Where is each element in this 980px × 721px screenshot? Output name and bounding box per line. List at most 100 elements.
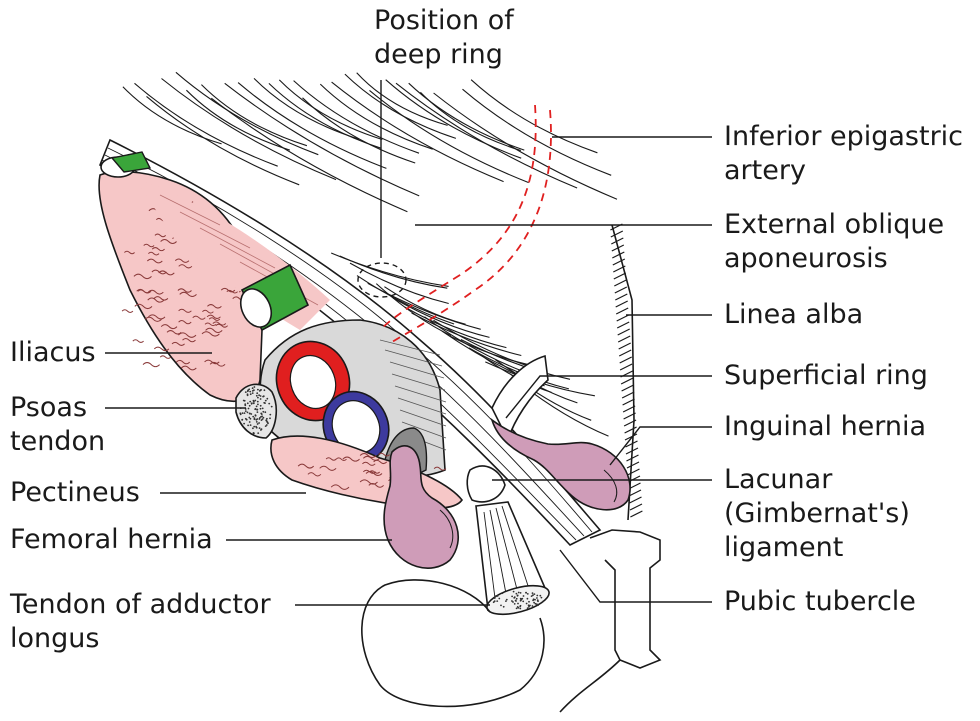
femoral-artery-lumen	[289, 354, 337, 410]
stipple-dot	[262, 416, 265, 419]
leader-pubic-tubercle	[559, 549, 712, 603]
label-psoas-line2: tendon	[10, 426, 106, 457]
stipple-dot	[534, 598, 536, 601]
deep-ring	[357, 262, 407, 298]
stipple-dot	[253, 425, 256, 428]
texture-squiggle	[335, 457, 347, 461]
texture-squiggle	[160, 239, 177, 244]
stipple-dot	[256, 423, 259, 425]
stipple-dot	[511, 595, 513, 598]
fibre-stroke	[278, 79, 383, 141]
stipple-dot	[517, 606, 520, 609]
texture-squiggle	[362, 469, 377, 474]
texture-squiggle	[192, 315, 206, 320]
stipple-dot	[261, 407, 264, 410]
stipple-dot	[516, 594, 519, 597]
stipple-dot	[521, 597, 524, 600]
stipple-dot	[254, 414, 257, 416]
stipple-dot	[498, 597, 501, 600]
stipple-dot	[239, 412, 242, 415]
stipple-dot	[257, 388, 259, 391]
stipple-dot	[251, 392, 254, 394]
fibre-stroke	[186, 89, 291, 151]
fibre-stroke	[385, 79, 522, 159]
stipple-dot	[248, 388, 251, 391]
stipple-dot	[264, 411, 267, 414]
stipple-dot	[260, 412, 263, 415]
stipple-dot	[244, 404, 247, 407]
stipple-dot	[517, 591, 520, 594]
stipple-dot	[251, 390, 254, 392]
texture-squiggle	[133, 273, 152, 280]
stipple-dot	[256, 400, 259, 403]
stipple-dot	[515, 592, 518, 595]
inguinal-hernia-highlight	[603, 469, 618, 503]
fibre-stroke	[210, 97, 408, 213]
label-inferior-epigastric-line2: artery	[724, 155, 806, 186]
fibre-stroke	[356, 72, 448, 126]
alba-tick	[613, 272, 627, 280]
femoral-nerve-cut-end	[239, 288, 273, 328]
texture-squiggle	[134, 303, 153, 310]
stipple-dot	[258, 418, 261, 420]
stipple-dot	[258, 422, 260, 424]
alba-tick	[629, 496, 642, 504]
pubic-ramus	[559, 659, 621, 713]
texture-squiggle	[179, 291, 197, 297]
stipple-dot	[254, 399, 257, 402]
label-lacunar-ligament: Lacunar (Gimbernat's) ligament	[724, 463, 910, 565]
fibre-stroke	[424, 316, 523, 372]
stipple-dot	[496, 595, 499, 597]
stipple-dot	[536, 594, 539, 597]
texture-squiggle	[121, 309, 134, 313]
stipple-dot	[528, 604, 531, 607]
label-adductor-line1: Tendon of adductor	[10, 589, 271, 620]
texture-squiggle	[136, 288, 152, 294]
stipple-dot	[255, 394, 258, 397]
stipple-dot	[526, 593, 529, 595]
stipple-dot	[526, 597, 529, 600]
texture-squiggle	[174, 258, 190, 263]
stipple-dot	[515, 597, 518, 600]
alba-tick	[630, 510, 643, 518]
stipple-dot	[255, 405, 258, 408]
texture-squiggle	[177, 288, 192, 293]
stipple-dot	[501, 592, 504, 595]
alba-tick	[623, 419, 637, 427]
stipple-dot	[267, 422, 269, 425]
label-deep-ring-line2: deep ring	[374, 39, 503, 70]
fibre-stroke	[367, 282, 481, 330]
texture-squiggle	[319, 465, 337, 471]
alba-tick	[626, 461, 640, 469]
stipple-dot	[270, 405, 273, 408]
stipple-dot	[264, 425, 267, 427]
texture-squiggle	[153, 346, 170, 352]
alba-tick	[614, 279, 627, 287]
stipple-dot	[515, 607, 518, 610]
stipple-dot	[252, 432, 255, 435]
stipple-dot	[536, 597, 538, 599]
stipple-dot	[525, 591, 527, 594]
texture-squiggle	[148, 314, 166, 320]
fibre-stroke	[161, 78, 337, 181]
psoas-tendon-shape	[235, 383, 278, 439]
texture-squiggle	[206, 314, 221, 319]
stipple-dot	[505, 598, 508, 601]
stipple-dot	[249, 390, 252, 393]
pubic-bone	[361, 579, 545, 708]
leader-superficial-ring	[505, 375, 712, 419]
alba-tick	[624, 426, 637, 434]
stipple-dot	[247, 424, 250, 427]
fibre-stroke	[237, 82, 387, 169]
lacunar-ligament-shape	[466, 465, 506, 503]
label-deep-ring: Position of deep ring	[374, 4, 514, 72]
stipple-dot	[246, 390, 249, 393]
texture-squiggle	[175, 359, 191, 365]
stipple-dot	[260, 419, 263, 421]
stipple-dot	[258, 427, 261, 429]
label-inguinal-hernia: Inguinal hernia	[724, 410, 926, 444]
stipple-dot	[249, 393, 252, 396]
stipple-dot	[243, 399, 246, 402]
stipple-dot	[519, 599, 522, 602]
